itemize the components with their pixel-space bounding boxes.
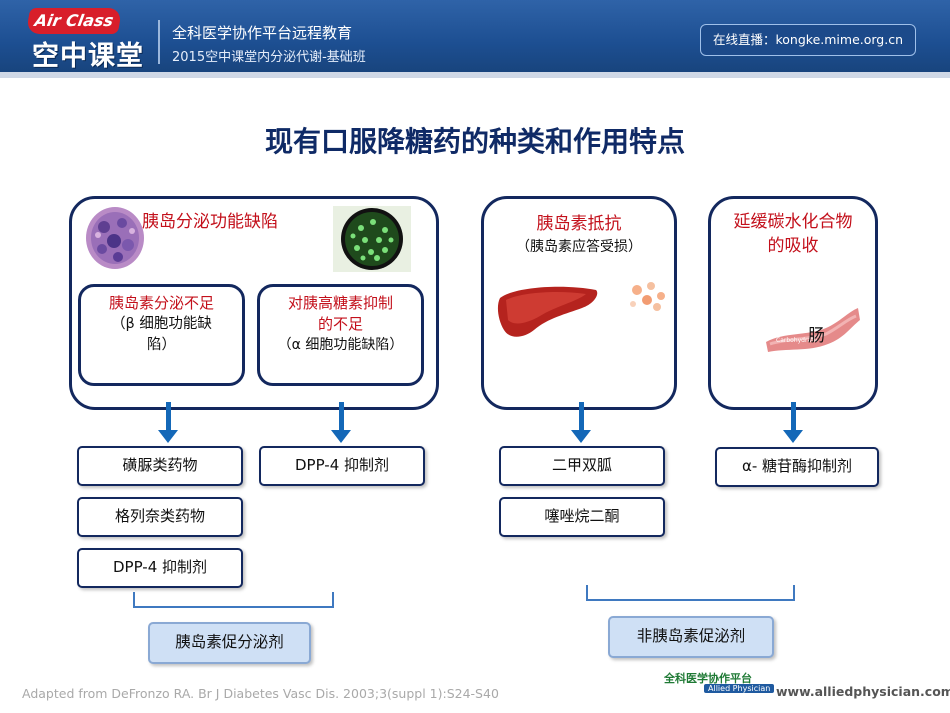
drug-sulfonylurea: 磺脲类药物: [77, 446, 243, 486]
beta-defect-desc-2: 陷）: [147, 337, 176, 353]
drug-dpp4-left: DPP-4 抑制剂: [77, 548, 243, 588]
arrow-head-absorption: [783, 430, 803, 443]
insulin-particles-image: [630, 282, 665, 311]
intestine-label: 肠: [808, 326, 825, 346]
bracket-secretagogues: [133, 592, 334, 608]
arrow-shaft-beta: [166, 402, 171, 432]
alpha-defect-desc: （α 细胞功能缺陷）: [277, 337, 404, 353]
category-insulin-secretion-title: 胰岛分泌功能缺陷: [142, 212, 278, 232]
beta-defect-desc-1: （β 细胞功能缺: [111, 316, 212, 332]
source-citation: Adapted from DeFronzo RA. Br J Diabetes …: [22, 686, 499, 701]
header-stripe: [0, 72, 950, 78]
alpha-cell-image: [333, 206, 411, 272]
alpha-cell-defect-box: 对胰高糖素抑制 的不足 （α 细胞功能缺陷）: [257, 284, 424, 386]
air-class-logo: Air Class: [25, 8, 123, 34]
header-course-name: 2015空中课堂内分泌代谢-基础班: [172, 50, 366, 65]
logo-chinese-title: 空中课堂: [32, 41, 144, 72]
liver-image: [497, 286, 598, 337]
arrow-head-resistance: [571, 430, 591, 443]
arrow-shaft-absorption: [791, 402, 796, 432]
header-divider: [158, 20, 160, 64]
footer-logo-english: Allied Physician: [704, 684, 775, 693]
arrow-shaft-alpha: [339, 402, 344, 432]
drug-glinides: 格列奈类药物: [77, 497, 243, 537]
category-insulin-resistance-subtitle: （胰岛素应答受损）: [516, 239, 642, 255]
header-platform-name: 全科医学协作平台远程教育: [172, 24, 353, 42]
intestine-image: [766, 308, 860, 352]
arrow-head-alpha: [331, 430, 351, 443]
drug-metformin: 二甲双胍: [499, 446, 665, 486]
result-non-secretagogue: 非胰岛素促泌剂: [608, 616, 774, 658]
live-stream-link[interactable]: 在线直播：kongke.mime.org.cn: [700, 24, 916, 56]
intestine-small-label: Carbohydrate: [776, 337, 818, 344]
drug-dpp4-right: DPP-4 抑制剂: [259, 446, 425, 486]
alpha-defect-title: 对胰高糖素抑制: [287, 294, 393, 312]
arrow-head-beta: [158, 430, 178, 443]
slide-title: 现有口服降糖药的种类和作用特点: [264, 125, 685, 158]
alpha-defect-title-2: 的不足: [317, 315, 363, 333]
footer-logo-chinese: 全科医学协作平台: [664, 672, 752, 685]
footer-website-link[interactable]: www.alliedphysician.com: [776, 684, 950, 699]
category-carb-absorption-title-2: 的吸收: [767, 236, 819, 256]
drug-thiazolidinedione: 噻唑烷二酮: [499, 497, 665, 537]
drug-alpha-glucosidase-inhibitor: α- 糖苷酶抑制剂: [715, 447, 879, 487]
beta-cell-image: [86, 207, 144, 269]
beta-defect-title: 胰岛素分泌不足: [108, 294, 214, 312]
category-carb-absorption-title-1: 延缓碳水化合物: [733, 212, 853, 232]
beta-cell-defect-box: 胰岛素分泌不足 （β 细胞功能缺 陷）: [78, 284, 245, 386]
bracket-non-secretagogues: [586, 585, 795, 601]
result-insulin-secretagogue: 胰岛素促分泌剂: [148, 622, 311, 664]
category-insulin-resistance-title: 胰岛素抵抗: [536, 214, 622, 234]
category-carb-absorption-box: [708, 196, 878, 410]
arrow-shaft-resistance: [579, 402, 584, 432]
